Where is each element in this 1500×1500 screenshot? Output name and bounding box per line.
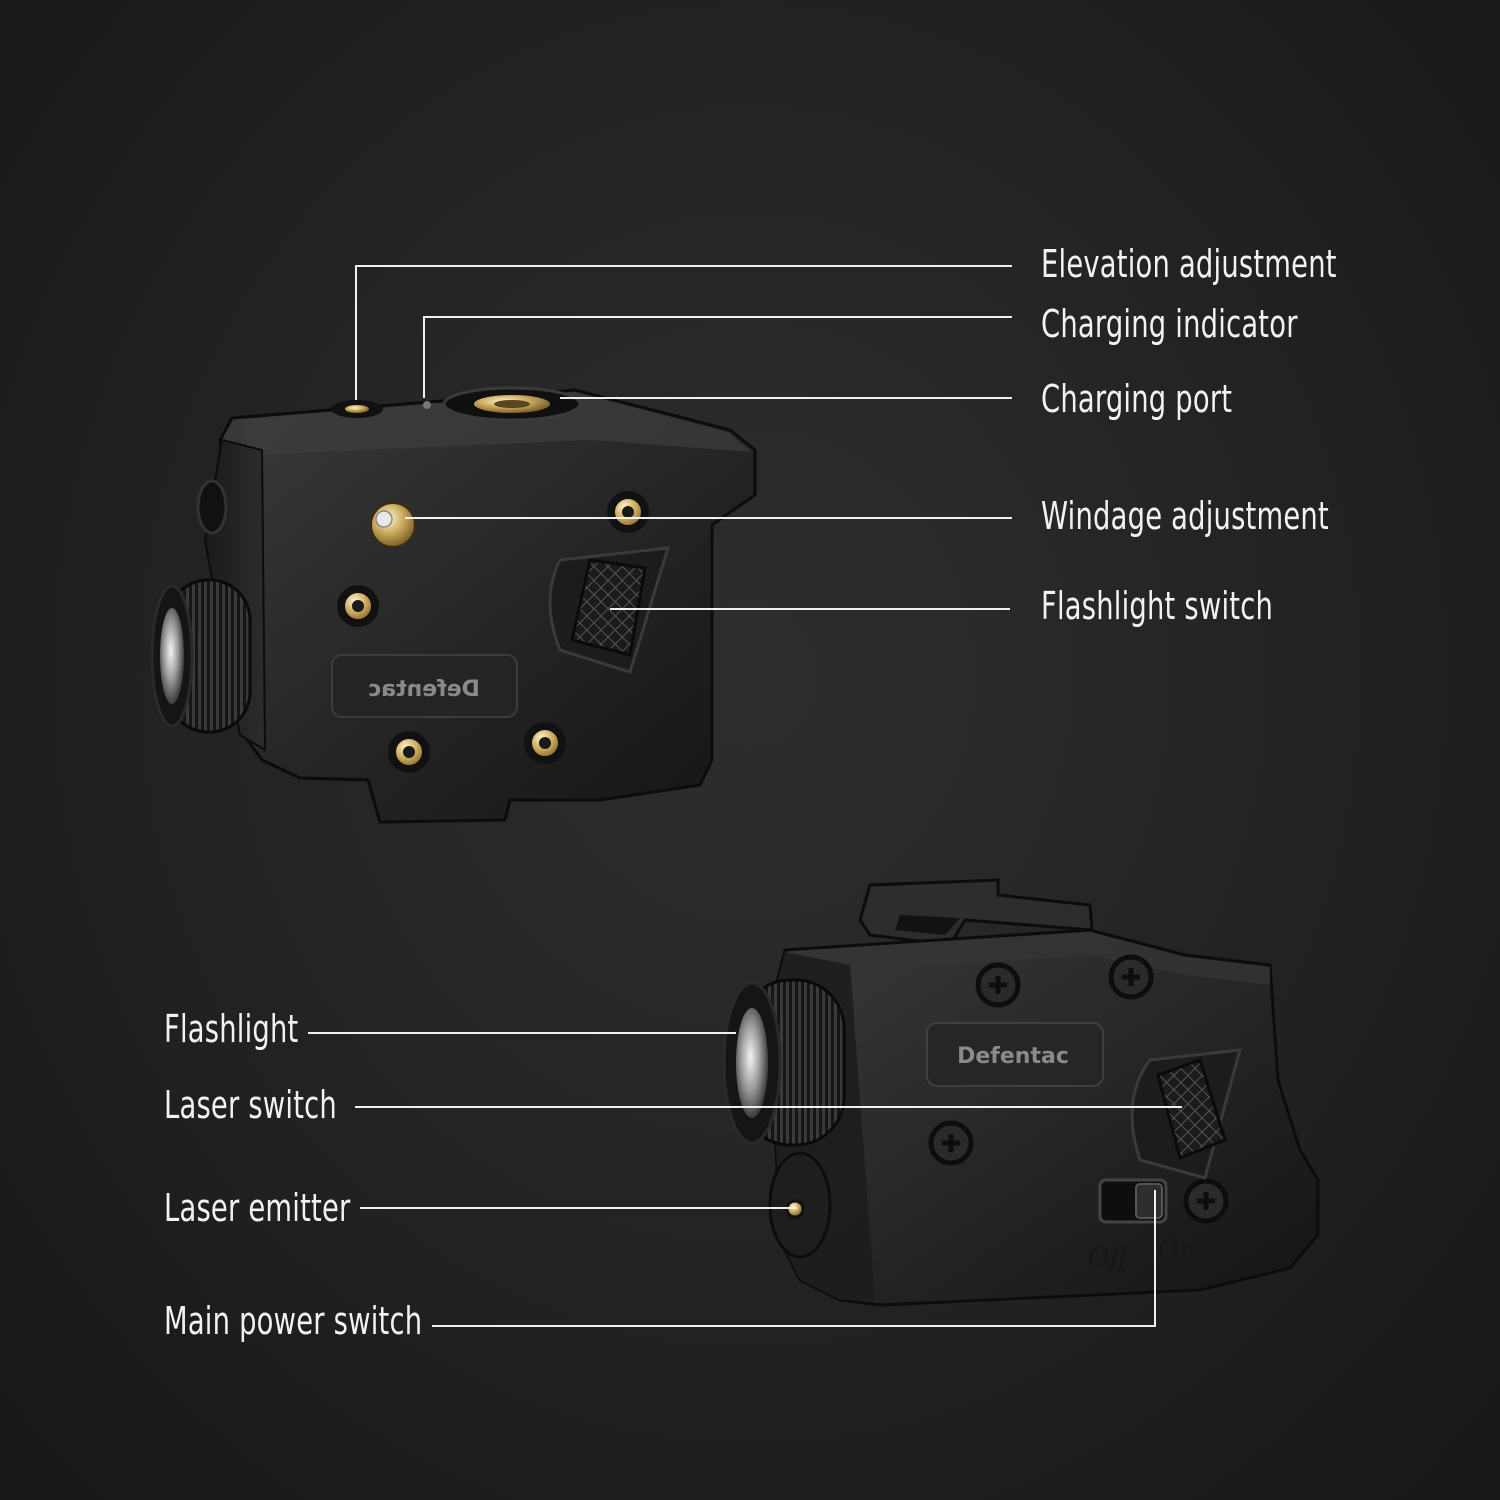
bottom-screws xyxy=(928,954,1229,1224)
power-on-label: On xyxy=(1158,1235,1196,1265)
leader-elevation xyxy=(355,265,1012,400)
label-laser-switch: Laser switch xyxy=(164,1083,337,1127)
label-charging-indicator: Charging indicator xyxy=(1041,302,1298,346)
label-flashlight-switch: Flashlight switch xyxy=(1041,584,1274,628)
laser-switch-pad-icon xyxy=(1156,1058,1227,1161)
bottom-brand-logo: Defentac xyxy=(957,1044,1069,1069)
charging-indicator-icon xyxy=(423,401,431,409)
label-windage-adjustment: Windage adjustment xyxy=(1041,494,1329,538)
top-flashlight-lens-icon xyxy=(160,608,184,704)
top-brand-logo: Defentac xyxy=(368,677,480,702)
top-device: Defentac xyxy=(150,386,757,824)
label-laser-emitter: Laser emitter xyxy=(164,1186,351,1230)
leader-charging-indicator xyxy=(423,316,1012,398)
top-brand-plate xyxy=(331,654,518,718)
power-switch-slider xyxy=(1135,1183,1163,1219)
bottom-flashlight-lens-icon xyxy=(736,1008,768,1118)
label-flashlight: Flashlight xyxy=(164,1007,299,1051)
bottom-device: Defentac Off On xyxy=(722,878,1320,1307)
leader-lines xyxy=(308,265,1182,1327)
label-main-power-switch: Main power switch xyxy=(164,1299,423,1343)
leader-main-power-switch xyxy=(432,1190,1156,1327)
top-brass-inserts xyxy=(337,491,649,773)
elevation-screw-icon xyxy=(345,405,369,413)
label-elevation-adjustment: Elevation adjustment xyxy=(1041,242,1337,286)
label-charging-port: Charging port xyxy=(1041,377,1233,421)
bottom-brand-plate xyxy=(926,1022,1104,1087)
windage-screw-icon xyxy=(370,502,416,548)
power-off-label: Off xyxy=(1088,1243,1132,1273)
top-device-body xyxy=(218,388,757,824)
flashlight-switch-pad-icon xyxy=(570,558,647,657)
